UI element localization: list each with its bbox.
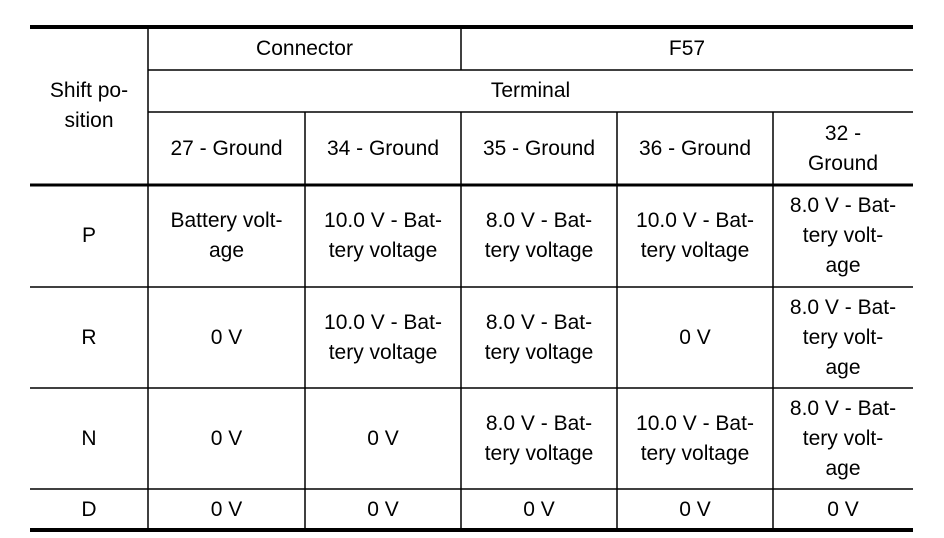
row-n-cell: 0 V xyxy=(367,426,399,450)
row-p-cell: 8.0 V - Bat- tery volt- age xyxy=(789,194,897,277)
row-r-cell: 0 V xyxy=(210,325,243,349)
row-r-cell: 8.0 V - Bat- tery volt- age xyxy=(789,295,897,379)
row-d-position: D xyxy=(81,497,97,521)
row-p-position: P xyxy=(81,224,96,247)
row-r-cell: 10.0 V - Bat- tery voltage xyxy=(324,310,442,364)
header-terminal-27: 27 - Ground xyxy=(170,136,283,160)
row-n-cell: 8.0 V - Bat- tery voltage xyxy=(484,411,594,465)
row-r-position: R xyxy=(81,325,97,349)
header-shift-position: Shift po- sition xyxy=(49,79,129,132)
header-terminal-34: 34 - Ground xyxy=(326,136,440,160)
row-p-cell: Battery volt- age xyxy=(170,209,283,262)
row-n-cell: 10.0 V - Bat- tery voltage xyxy=(636,411,754,465)
row-n-position: N xyxy=(81,426,97,450)
row-d-cell: 0 V xyxy=(367,497,399,521)
row-d-cell: 0 V xyxy=(679,497,711,521)
row-d-cell: 0 V xyxy=(827,497,859,521)
row-p-cell: 8.0 V - Bat- tery voltage xyxy=(484,209,594,262)
row-p-cell: 10.0 V - Bat- tery voltage xyxy=(324,209,442,262)
header-terminal-label: Terminal xyxy=(490,79,571,102)
header-terminal-36: 36 - Ground xyxy=(638,136,752,160)
row-d-cell: 0 V xyxy=(210,497,243,521)
row-r-cell: 8.0 V - Bat- tery voltage xyxy=(484,310,594,364)
header-connector-label: Connector xyxy=(256,36,353,60)
header-terminal-35: 35 - Ground xyxy=(482,136,596,160)
row-p-cell: 10.0 V - Bat- tery voltage xyxy=(636,209,754,262)
row-n-cell: 0 V xyxy=(210,426,243,450)
header-connector-value: F57 xyxy=(668,36,706,60)
row-d-cell: 0 V xyxy=(523,497,555,521)
row-n-cell: 8.0 V - Bat- tery volt- age xyxy=(789,396,897,480)
row-r-cell: 0 V xyxy=(679,325,711,349)
header-terminal-32: 32 - Ground xyxy=(807,121,879,175)
